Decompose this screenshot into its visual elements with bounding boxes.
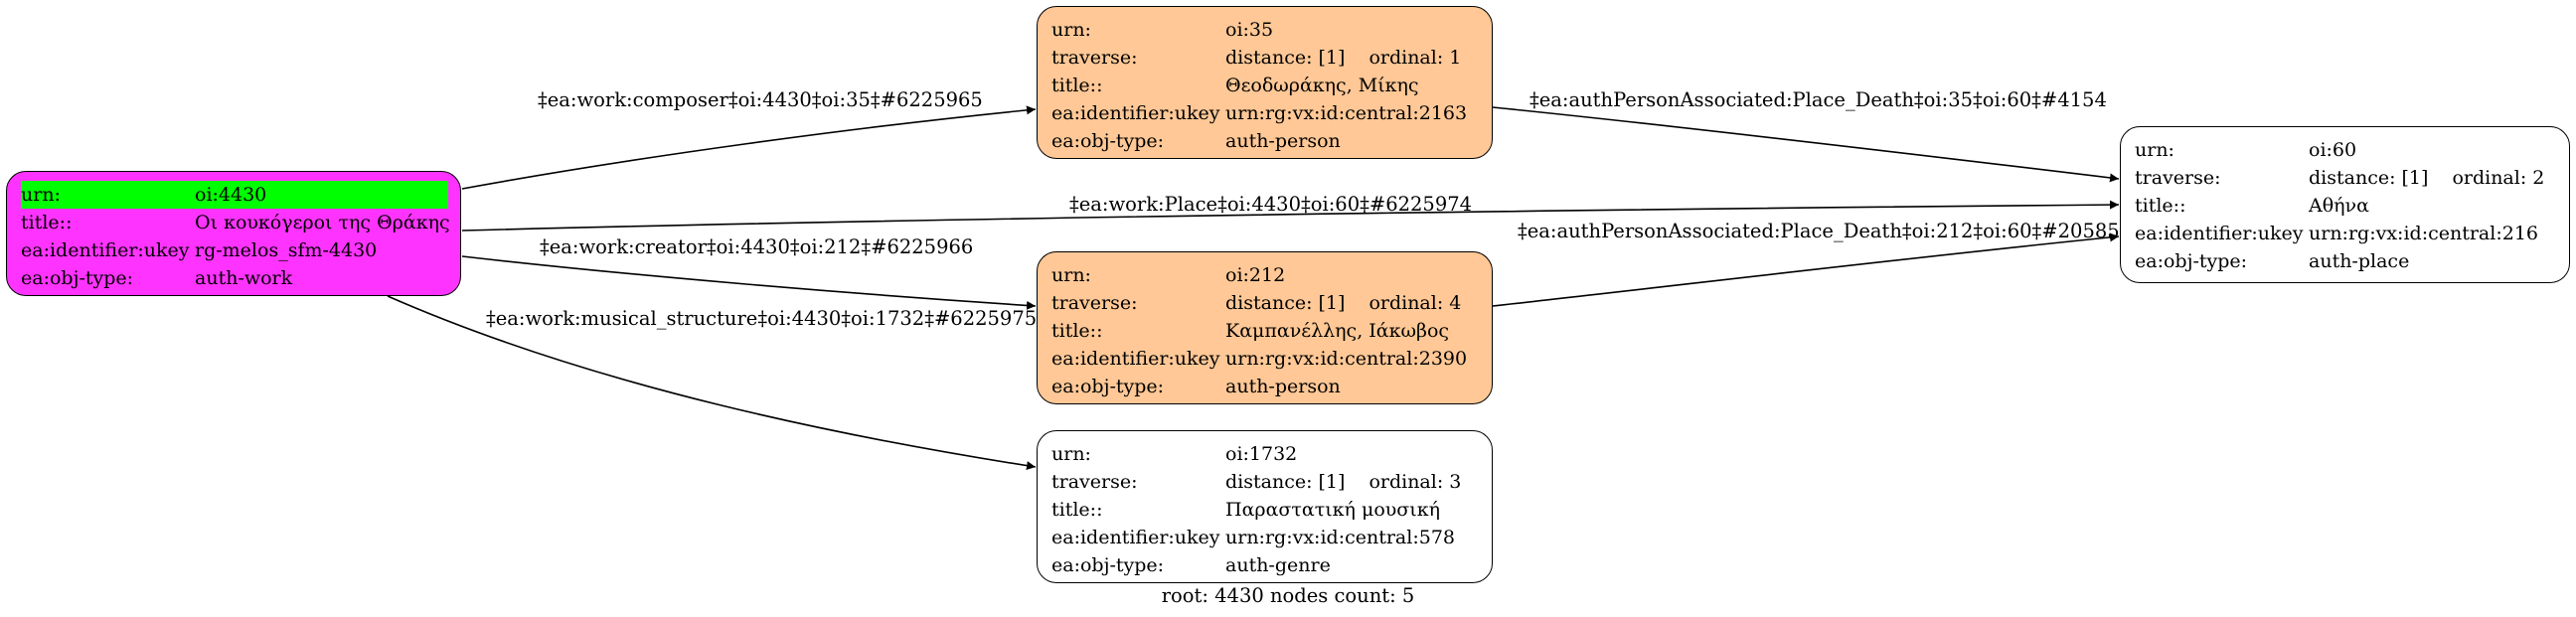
node-value: urn:rg:vx:id:central:216	[2309, 223, 2539, 244]
node-value: urn:rg:vx:id:central:578	[1225, 527, 1456, 548]
edge-label-creator: ‡ea:work:creator‡oi:4430‡oi:212‡#6225966	[540, 235, 974, 258]
node-value: auth-work	[195, 267, 293, 289]
node-row-title: title:: Οι κουκόγεροι της Θράκης	[21, 209, 450, 236]
edge-creator	[461, 255, 1037, 310]
node-key: traverse:	[1051, 47, 1138, 69]
node-value: distance: [1] ordinal: 1	[1225, 44, 1461, 72]
node-key: urn:	[2135, 139, 2174, 161]
edge-label-composer: ‡ea:work:composer‡oi:4430‡oi:35‡#6225965	[538, 88, 983, 111]
node-key: title::	[2135, 195, 2186, 217]
node-key: traverse:	[1051, 471, 1138, 493]
node-key: urn:	[1051, 443, 1091, 465]
node-value: Παραστατική μουσική	[1225, 499, 1440, 521]
edge-death-212	[1492, 232, 2120, 307]
node-value: oi:1732	[1225, 443, 1298, 465]
node-key: urn:	[1051, 264, 1091, 286]
node-row-title: title:: Θεοδωράκης, Μίκης	[1051, 72, 1480, 99]
node-value: oi:60	[2309, 139, 2357, 161]
node-ordinal: ordinal: 3	[1368, 471, 1462, 493]
node-key: ea:identifier:ukey	[21, 239, 190, 261]
node-composer[interactable]: urn: oi:35 traverse: distance: [1] ordin…	[1037, 6, 1493, 159]
node-row-traverse: traverse: distance: [1] ordinal: 2	[2135, 164, 2557, 192]
edge-death-35	[1492, 106, 2120, 183]
edge-label-death-212: ‡ea:authPersonAssociated:Place_Death‡oi:…	[1518, 220, 2120, 242]
node-value: oi:4430	[195, 184, 267, 206]
edge-musical-structure	[387, 295, 1037, 471]
node-key: ea:identifier:ukey	[1051, 527, 1220, 548]
node-value: Καμπανέλλης, Ιάκωβος	[1225, 320, 1450, 342]
node-row-ukey: ea:identifier:ukey urn:rg:vx:id:central:…	[1051, 524, 1480, 551]
node-value: distance: [1] ordinal: 2	[2309, 164, 2544, 192]
node-key: traverse:	[2135, 167, 2221, 189]
node-value: Αθήνα	[2309, 195, 2369, 217]
node-key: ea:obj-type:	[1051, 554, 1165, 576]
node-key: urn:	[21, 184, 61, 206]
node-key: ea:obj-type:	[1051, 376, 1165, 397]
node-ordinal: ordinal: 1	[1368, 47, 1462, 69]
node-ordinal: ordinal: 4	[1368, 292, 1462, 314]
node-key: ea:obj-type:	[2135, 250, 2248, 272]
node-value: auth-genre	[1225, 554, 1331, 576]
node-value: rg-melos_sfm-4430	[195, 239, 378, 261]
node-row-urn: urn: oi:35	[1051, 16, 1480, 44]
node-row-type: ea:obj-type: auth-genre	[1051, 551, 1480, 579]
node-ordinal: ordinal: 2	[2452, 167, 2545, 189]
node-distance: distance: [1]	[1225, 471, 1346, 493]
node-key: traverse:	[1051, 292, 1138, 314]
node-key: urn:	[1051, 19, 1091, 41]
node-row-type: ea:obj-type: auth-person	[1051, 373, 1480, 400]
edge-place	[461, 200, 2120, 231]
node-key: ea:identifier:ukey	[1051, 348, 1220, 370]
node-key: title::	[1051, 320, 1103, 342]
node-key: title::	[1051, 75, 1103, 96]
node-row-urn: urn: oi:212	[1051, 261, 1480, 289]
node-work[interactable]: urn: oi:4430 title:: Οι κουκόγεροι της Θ…	[6, 171, 461, 296]
node-value: Θεοδωράκης, Μίκης	[1225, 75, 1419, 96]
node-row-ukey: ea:identifier:ukey rg-melos_sfm-4430	[21, 236, 448, 264]
graph-footer: root: 4430 nodes count: 5	[1161, 584, 1415, 607]
node-row-title: title:: Αθήνα	[2135, 192, 2557, 220]
node-key: title::	[21, 212, 73, 233]
node-row-urn: urn: oi:1732	[1051, 440, 1480, 468]
node-value: urn:rg:vx:id:central:2390	[1225, 348, 1468, 370]
node-value: auth-person	[1225, 376, 1341, 397]
node-row-type: ea:obj-type: auth-person	[1051, 127, 1480, 155]
node-key: ea:obj-type:	[1051, 130, 1165, 152]
node-value: oi:35	[1225, 19, 1274, 41]
node-row-urn: urn: oi:60	[2135, 136, 2557, 164]
node-value: urn:rg:vx:id:central:2163	[1225, 102, 1468, 124]
node-row-ukey: ea:identifier:ukey urn:rg:vx:id:central:…	[2135, 220, 2557, 247]
node-key: ea:obj-type:	[21, 267, 134, 289]
edge-label-musical-structure: ‡ea:work:musical_structure‡oi:4430‡oi:17…	[486, 307, 1038, 330]
node-key: title::	[1051, 499, 1103, 521]
node-row-traverse: traverse: distance: [1] ordinal: 3	[1051, 468, 1480, 496]
node-place[interactable]: urn: oi:60 traverse: distance: [1] ordin…	[2120, 126, 2570, 283]
node-row-type: ea:obj-type: auth-work	[21, 264, 448, 292]
node-row-title: title:: Καμπανέλλης, Ιάκωβος	[1051, 317, 1480, 345]
node-row-ukey: ea:identifier:ukey urn:rg:vx:id:central:…	[1051, 99, 1480, 127]
node-value: oi:212	[1225, 264, 1286, 286]
edge-label-place: ‡ea:work:Place‡oi:4430‡oi:60‡#6225974	[1069, 193, 1473, 216]
node-key: ea:identifier:ukey	[2135, 223, 2304, 244]
node-row-traverse: traverse: distance: [1] ordinal: 4	[1051, 289, 1480, 317]
edge-label-death-35: ‡ea:authPersonAssociated:Place_Death‡oi:…	[1530, 88, 2107, 111]
node-distance: distance: [1]	[2309, 167, 2429, 189]
edge-composer	[461, 105, 1037, 190]
node-value: distance: [1] ordinal: 3	[1225, 468, 1461, 496]
node-value: Οι κουκόγεροι της Θράκης	[195, 212, 450, 233]
node-row-ukey: ea:identifier:ukey urn:rg:vx:id:central:…	[1051, 345, 1480, 373]
node-row-traverse: traverse: distance: [1] ordinal: 1	[1051, 44, 1480, 72]
node-genre[interactable]: urn: oi:1732 traverse: distance: [1] ord…	[1037, 430, 1493, 583]
node-key: ea:identifier:ukey	[1051, 102, 1220, 124]
node-row-urn: urn: oi:4430	[21, 181, 448, 209]
node-distance: distance: [1]	[1225, 47, 1346, 69]
node-value: auth-place	[2309, 250, 2410, 272]
node-distance: distance: [1]	[1225, 292, 1346, 314]
node-value: auth-person	[1225, 130, 1341, 152]
node-value: distance: [1] ordinal: 4	[1225, 289, 1461, 317]
node-creator[interactable]: urn: oi:212 traverse: distance: [1] ordi…	[1037, 251, 1493, 404]
node-row-type: ea:obj-type: auth-place	[2135, 247, 2557, 275]
node-row-title: title:: Παραστατική μουσική	[1051, 496, 1480, 524]
